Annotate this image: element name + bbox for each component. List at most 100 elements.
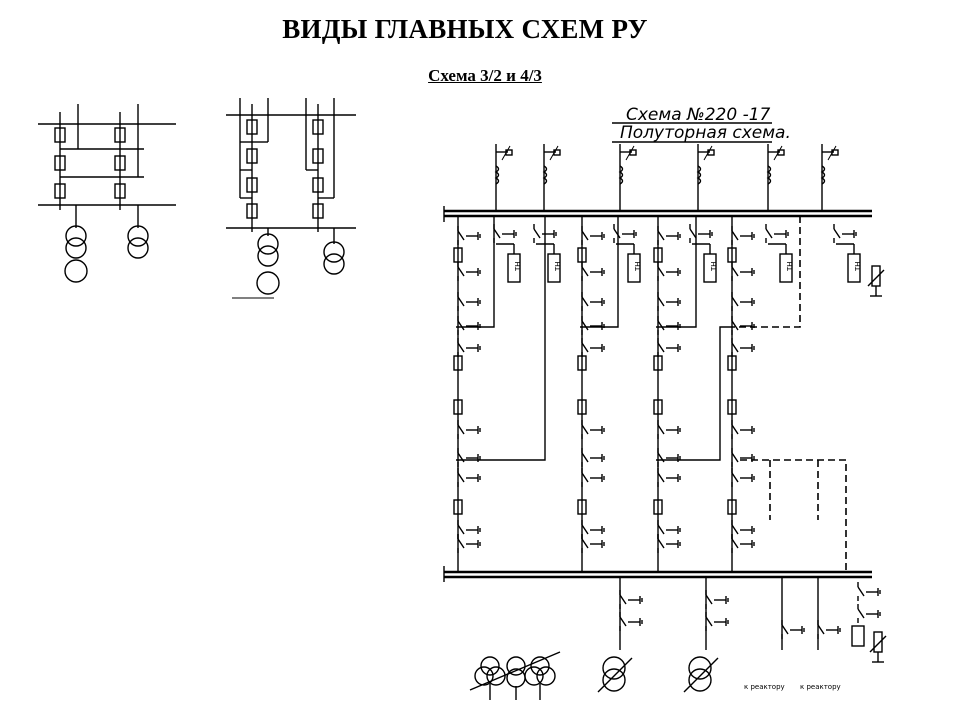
disconnector: [457, 468, 481, 487]
page-title: ВИДЫ ГЛАВНЫХ СХЕМ РУ: [282, 14, 648, 44]
diameter-column: [727, 216, 755, 572]
disconnector: [457, 226, 481, 245]
tn-label: ТН: [786, 261, 794, 272]
tn-label: ТН: [854, 261, 862, 272]
disconnector: [705, 590, 729, 609]
link: [456, 216, 546, 461]
disconnector: [731, 520, 755, 539]
voltage-transformer-box: ТН: [689, 224, 718, 283]
tn-small: [851, 625, 865, 647]
scheme-3-2-sketch: [38, 104, 176, 283]
breaker: [577, 355, 587, 371]
transformer: [602, 656, 626, 680]
transformer-winding: [127, 237, 149, 259]
transformer: [688, 656, 712, 680]
transformer: [530, 656, 550, 676]
breaker: [54, 155, 66, 171]
disconnector: [857, 604, 881, 623]
reactor-coil: [618, 165, 624, 185]
transformer-winding: [257, 233, 279, 255]
link: [656, 326, 730, 461]
link: [456, 216, 495, 328]
reactor-label-1: к реактору: [744, 683, 785, 691]
disconnector: [817, 620, 841, 639]
breaker: [727, 399, 737, 415]
breaker: [312, 119, 324, 135]
disconnector: [581, 520, 605, 539]
voltage-transformer-box: ТН: [765, 224, 794, 283]
disconnector: [731, 262, 755, 281]
disconnector: [657, 262, 681, 281]
reactor-coil: [542, 165, 548, 185]
reactor-coil: [766, 165, 772, 185]
diameter-column: [653, 216, 681, 572]
breaker: [453, 355, 463, 371]
disconnector: [619, 590, 643, 609]
disconnector: [457, 534, 481, 553]
disconnector: [657, 534, 681, 553]
generator: [64, 259, 88, 283]
diameter-column: [453, 216, 481, 572]
transformer: [688, 668, 712, 692]
disconnector: [493, 224, 517, 243]
voltage-transformer-box: ТН: [533, 224, 562, 283]
dashed-link: [740, 459, 847, 572]
disconnector: [613, 224, 637, 243]
breaker: [453, 399, 463, 415]
disconnector: [731, 292, 755, 311]
disconnector: [731, 420, 755, 439]
disconnector: [731, 226, 755, 245]
disconnector: [657, 420, 681, 439]
tn-label: ТН: [514, 261, 522, 272]
transformer: [474, 666, 494, 686]
incoming-line: [618, 144, 637, 211]
disconnector: [457, 292, 481, 311]
breaker: [312, 203, 324, 219]
breaker: [653, 499, 663, 515]
disconnector: [657, 316, 681, 335]
reactor-coil: [696, 165, 702, 185]
breaker: [246, 148, 258, 164]
disconnector: [731, 316, 755, 335]
transformer-winding: [65, 225, 87, 247]
transformer-winding: [257, 245, 279, 267]
transformer-winding: [127, 225, 149, 247]
breaker: [54, 183, 66, 199]
disconnector: [457, 338, 481, 357]
disconnector: [857, 582, 881, 601]
disconnector: [705, 612, 729, 631]
link: [580, 216, 619, 328]
tn-label: ТН: [634, 261, 642, 272]
disconnector: [765, 224, 789, 243]
generator: [256, 271, 280, 295]
reactor-label-2: к реактору: [800, 683, 841, 691]
transformer: [536, 666, 556, 686]
disconnector: [581, 316, 605, 335]
disconnector: [657, 520, 681, 539]
disconnector: [581, 468, 605, 487]
transformer-winding: [323, 241, 345, 263]
scheme-4-3-sketch: [226, 98, 356, 299]
incoming-line: [766, 144, 785, 211]
breaker: [577, 499, 587, 515]
disconnector: [581, 338, 605, 357]
breaker: [246, 119, 258, 135]
reactor-coil: [494, 165, 500, 185]
disconnector: [533, 224, 557, 243]
disconnector: [457, 448, 481, 467]
dashed-link: [730, 216, 801, 328]
transformer: [506, 668, 526, 688]
transformer: [506, 656, 526, 676]
breaker: [727, 499, 737, 515]
disconnector: [581, 448, 605, 467]
disconnector: [731, 448, 755, 467]
disconnector: [457, 420, 481, 439]
schematic-number-label: Схема №220 -17: [626, 105, 771, 125]
page-subtitle: Схема 3/2 и 4/3: [428, 66, 542, 85]
disconnector: [731, 468, 755, 487]
tn-label: ТН: [554, 261, 562, 272]
diameter-column: [577, 216, 605, 572]
transformer: [602, 668, 626, 692]
tn-label: ТН: [710, 261, 718, 272]
